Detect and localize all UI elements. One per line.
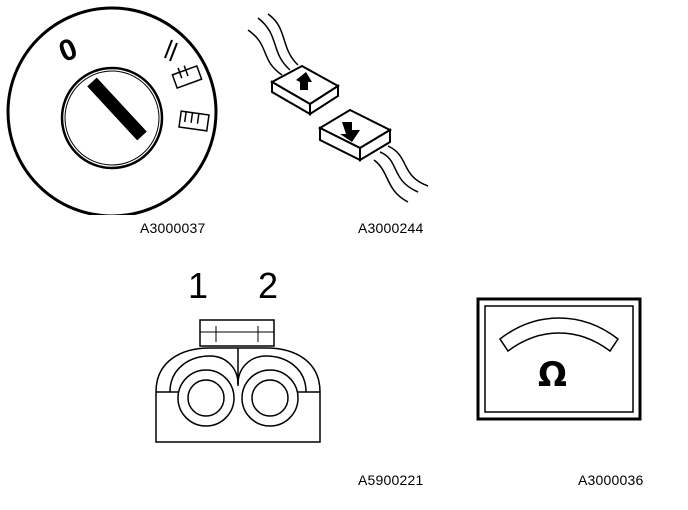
- pin-1-label: 1: [188, 265, 209, 306]
- ignition-figure-code: A3000037: [140, 220, 206, 236]
- ohmmeter-drawing: [476, 297, 642, 421]
- ignition-position-3-label: III: [181, 108, 204, 129]
- two-pin-connector-drawing: [155, 319, 321, 443]
- connector-unplug-drawing: [247, 13, 429, 203]
- ohm-unit-symbol: Ω: [538, 355, 567, 395]
- pin-2-label: 2: [258, 265, 279, 306]
- ignition-position-1-label: I: [163, 38, 168, 59]
- ignition-switch-drawing: [6, 6, 218, 215]
- two-pin-connector-figure: [150, 312, 330, 452]
- two-pin-connector-figure-code: A5900221: [358, 472, 424, 488]
- connector-unplug-figure: [240, 10, 440, 210]
- ohmmeter-figure: Ω: [476, 297, 642, 421]
- connector-unplug-figure-code: A3000244: [358, 220, 424, 236]
- ignition-switch-figure: 0 I II III: [0, 0, 250, 240]
- ohmmeter-figure-code: A3000036: [578, 472, 644, 488]
